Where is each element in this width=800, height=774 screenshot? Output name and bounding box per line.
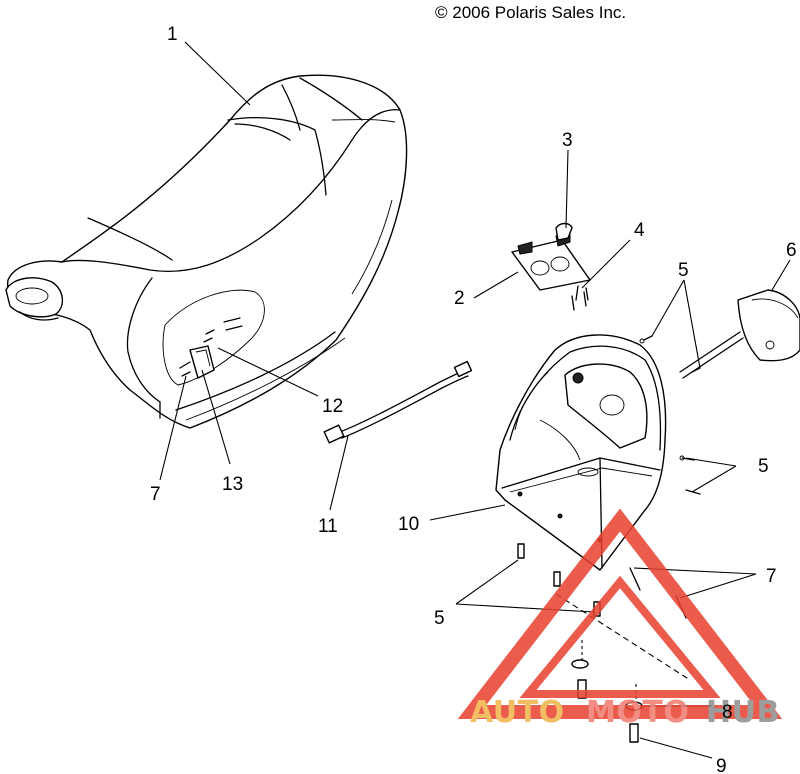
watermark-auto: AUTO [470, 695, 565, 730]
callout-2: 2 [454, 288, 465, 309]
copyright-text: © 2006 Polaris Sales Inc. [435, 3, 626, 22]
callout-5-top: 5 [678, 260, 689, 281]
callout-8: 8 [722, 702, 733, 723]
callout-10: 10 [398, 514, 419, 535]
callout-9: 9 [716, 756, 727, 774]
callout-11: 11 [318, 516, 338, 537]
watermark-moto: MOTO [586, 695, 689, 730]
storage-tray [495, 334, 667, 571]
callout-4: 4 [634, 220, 645, 241]
callout-7-left: 7 [150, 484, 161, 505]
mount-bracket [511, 222, 591, 311]
callout-13: 13 [222, 474, 243, 495]
callout-3: 3 [562, 130, 573, 151]
callout-12: 12 [322, 396, 343, 417]
callout-6: 6 [786, 240, 797, 261]
callout-numbers: 1 2 3 4 5 5 5 6 7 7 8 9 10 11 12 13 [150, 24, 797, 774]
rear-box [679, 289, 800, 379]
watermark-logo: AUTO MOTO HUB [457, 508, 783, 730]
seat-latch [179, 317, 243, 379]
callout-5-bottom: 5 [434, 608, 445, 629]
callout-1: 1 [167, 24, 178, 45]
callout-5-right: 5 [758, 456, 769, 477]
latch-cable [323, 360, 473, 444]
callout-7-right: 7 [766, 566, 777, 587]
seat [5, 74, 408, 429]
watermark-hub: HUB [706, 695, 780, 730]
